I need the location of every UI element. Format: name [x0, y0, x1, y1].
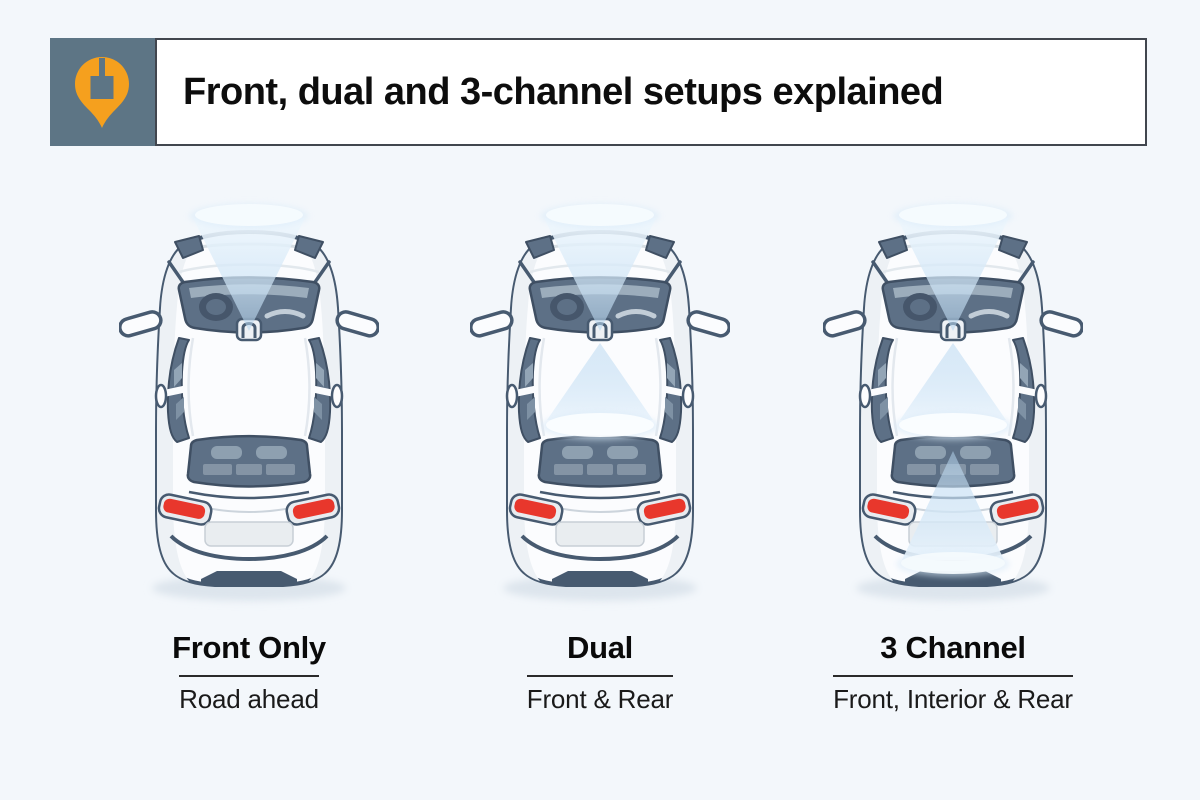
figure-label-dual: Dual Front & Rear	[420, 630, 780, 715]
location-pin-icon	[75, 57, 129, 128]
figure-label-3-channel: 3 Channel Front, Interior & Rear	[773, 630, 1133, 715]
car-figure-dual	[470, 188, 730, 638]
car-figure-3-channel	[823, 188, 1083, 638]
header-icon-box	[50, 38, 155, 146]
figure-label-front-only: Front Only Road ahead	[69, 630, 429, 715]
figure-title: Dual	[567, 630, 633, 665]
figure-subtitle: Front, Interior & Rear	[833, 675, 1073, 715]
figure-title: 3 Channel	[880, 630, 1026, 665]
car-figure-front-only	[119, 188, 379, 638]
figure-subtitle: Road ahead	[179, 675, 319, 715]
figure-subtitle: Front & Rear	[526, 675, 673, 715]
page-title: Front, dual and 3-channel setups explain…	[183, 70, 944, 113]
figure-title: Front Only	[172, 630, 326, 665]
header-title-box: Front, dual and 3-channel setups explain…	[155, 38, 1147, 146]
